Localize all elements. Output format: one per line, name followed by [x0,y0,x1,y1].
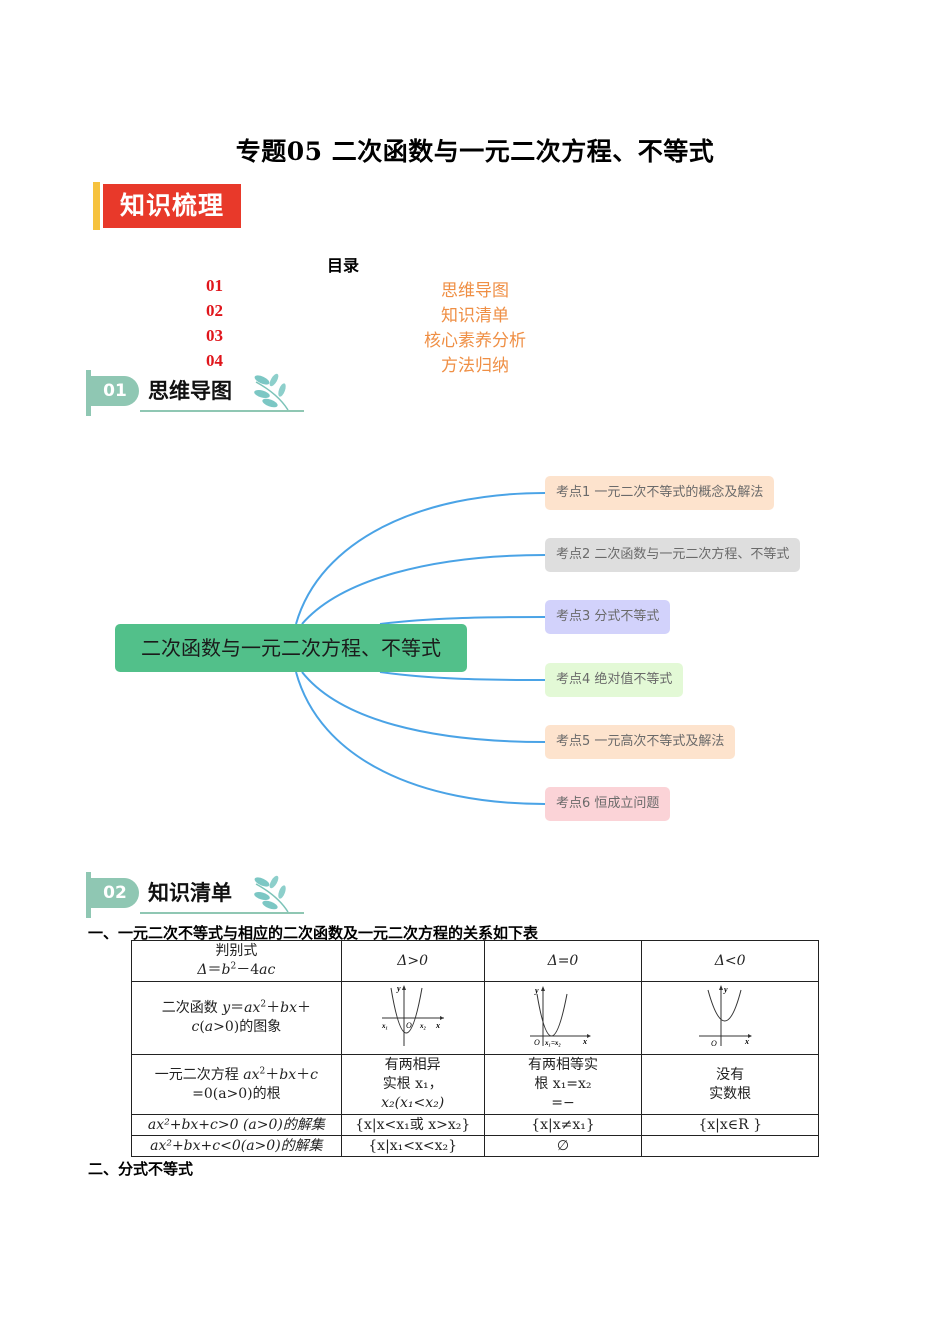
cell-text: 有两相等实 [527,1057,598,1073]
table-cell: y O x₁=x₂ x [483,981,643,1055]
toc-item-label[interactable]: 方法归纳 [441,356,509,376]
table-cell: {x|x<x₁或 x>x₂} [340,1114,485,1136]
cell-text: =0(a>0)的根 [192,1085,281,1102]
cell-text: Δ<0 [714,952,746,969]
table-row: 一元二次方程 ax2＋bx＋c =0(a>0)的根 有两相异 实根 x₁， x₂… [131,1054,819,1115]
cell-text: 实根 x₁， [382,1076,443,1092]
toc-item[interactable]: 03 核心素养分析 [0,326,950,351]
cell-text: c(a>0)的图象 [191,1019,282,1035]
svg-text:x: x [435,1021,440,1030]
parabola-one-root-graph: y O x₁=x₂ x [529,986,591,1047]
banner-label: 知识梳理 [103,184,241,228]
cell-text: 有两相异 [384,1057,441,1073]
mindmap-branch-node[interactable]: 考点3 分式不等式 [545,600,671,634]
table-cell: {x|x∈R } [641,1114,819,1136]
svg-text:y: y [396,984,401,993]
section-underline [140,912,304,914]
cell-text: 一元二次方程 ax2＋bx＋c [154,1065,318,1083]
table-cell: 有两相等实 根 x₁=x₂ =− [483,1054,643,1115]
svg-text:y: y [534,986,539,995]
mindmap-branch-node[interactable]: 考点6 恒成立问题 [545,787,671,821]
section-number: 01 [91,376,139,406]
table-cell: ax²+bx+c<0(a>0)的解集 [131,1135,342,1157]
svg-text:x: x [582,1037,587,1046]
svg-text:y: y [723,985,728,994]
toc-item-label[interactable]: 核心素养分析 [424,331,526,351]
leaf-icon [254,875,289,913]
table-cell: y O x [641,981,819,1055]
svg-text:x₁=x₂: x₁=x₂ [544,1039,561,1047]
toc-item-number: 04 [206,351,223,370]
section-header-knowledge: 02 知识清单 [86,872,306,918]
svg-text:O: O [406,1021,412,1030]
cell-text: Δ>0 [397,952,429,969]
cell-text: 实数根 [709,1085,752,1102]
toc-item[interactable]: 04 方法归纳 [0,351,950,376]
mindmap-branch-node[interactable]: 考点4 绝对值不等式 [545,663,684,697]
section-title: 思维导图 [148,379,232,403]
toc-title: 目录 [327,256,360,275]
table-row: ax²+bx+c>0 (a>0)的解集 {x|x<x₁或 x>x₂} {x|x≠… [131,1114,819,1136]
parabola-two-roots-graph: y x₁ O x₂ x [381,984,444,1046]
svg-text:x₁: x₁ [381,1022,388,1030]
mindmap-branch-node[interactable]: 考点1 一元二次不等式的概念及解法 [545,476,775,510]
section-title: 知识清单 [148,881,232,905]
mindmap-connectors [295,492,546,805]
toc-item-label[interactable]: 知识清单 [441,306,509,326]
table-cell: ax²+bx+c>0 (a>0)的解集 [131,1114,342,1136]
section-banner: 知识梳理 [93,182,241,230]
cell-text: 根 x₁=x₂ [534,1076,592,1092]
table-row: 判别式 Δ＝b2－4ac Δ>0 Δ=0 Δ<0 [131,940,819,982]
section-underline [140,410,304,412]
mindmap-branch-node[interactable]: 考点2 二次函数与一元二次方程、不等式 [545,538,801,572]
discriminant-formula: Δ＝b2－4ac [197,961,276,978]
section-accent-bar [86,872,91,918]
cell-text: 判别式 [215,943,258,959]
toc-item-label[interactable]: 思维导图 [441,281,509,301]
leaf-icon [254,373,289,411]
toc-item-number: 03 [206,326,223,345]
table-header-cell: Δ>0 [340,940,485,982]
knowledge-heading-1: 一、一元二次不等式与相应的二次函数及一元二次方程的关系如下表 [88,924,539,942]
knowledge-heading-2: 二、分式不等式 [88,1160,194,1178]
toc-item[interactable]: 02 知识清单 [0,301,950,326]
section-accent-bar [86,370,91,416]
banner-accent-bar [93,182,100,230]
table-row: 二次函数 y＝ax2＋bx＋ c(a>0)的图象 y x₁ O x₂ x [131,981,819,1055]
table-cell: {x|x₁<x<x₂} [340,1135,485,1157]
cell-text: x₂(x₁<x₂) [381,1095,445,1111]
table-row: ax²+bx+c<0(a>0)的解集 {x|x₁<x<x₂} ∅ [131,1135,819,1157]
toc-item-number: 02 [206,301,223,320]
mind-map: 二次函数与一元二次方程、不等式 考点1 一元二次不等式的概念及解法 考点2 二次… [0,440,950,860]
section-header-mindmap: 01 思维导图 [86,370,306,416]
cell-text: =− [551,1095,575,1111]
svg-text:x₂: x₂ [419,1022,427,1030]
document-title: 专题05 二次函数与一元二次方程、不等式 [235,137,715,166]
table-header-cell: Δ=0 [483,940,643,982]
table-cell [641,1135,819,1157]
section-number: 02 [91,878,139,908]
toc-item[interactable]: 01 思维导图 [0,276,950,301]
mindmap-branch-node[interactable]: 考点5 一元高次不等式及解法 [545,725,736,759]
table-cell: 没有 实数根 [641,1054,819,1115]
toc-item-number: 01 [206,276,223,295]
table-cell: ∅ [483,1135,643,1157]
cell-text: 没有 [716,1066,745,1083]
table-cell: 有两相异 实根 x₁， x₂(x₁<x₂) [340,1054,485,1115]
mindmap-root-node[interactable]: 二次函数与一元二次方程、不等式 [115,624,467,672]
table-cell: {x|x≠x₁} [483,1114,643,1136]
table-cell: y x₁ O x₂ x [340,981,485,1055]
relation-table: 判别式 Δ＝b2－4ac Δ>0 Δ=0 Δ<0 二次函数 y＝ax2＋bx＋ … [131,940,819,1157]
table-cell: 二次函数 y＝ax2＋bx＋ c(a>0)的图象 [131,981,342,1055]
cell-text: Δ=0 [547,952,579,969]
cell-text: 二次函数 y＝ax2＋bx＋ [161,999,311,1016]
table-header-cell: Δ<0 [641,940,819,982]
svg-text:x: x [744,1037,749,1046]
parabola-no-root-graph: y O x [699,985,753,1048]
svg-text:O: O [534,1038,540,1047]
table-cell: 一元二次方程 ax2＋bx＋c =0(a>0)的根 [131,1054,342,1115]
svg-text:O: O [711,1039,717,1048]
table-cell: 判别式 Δ＝b2－4ac [131,940,342,982]
